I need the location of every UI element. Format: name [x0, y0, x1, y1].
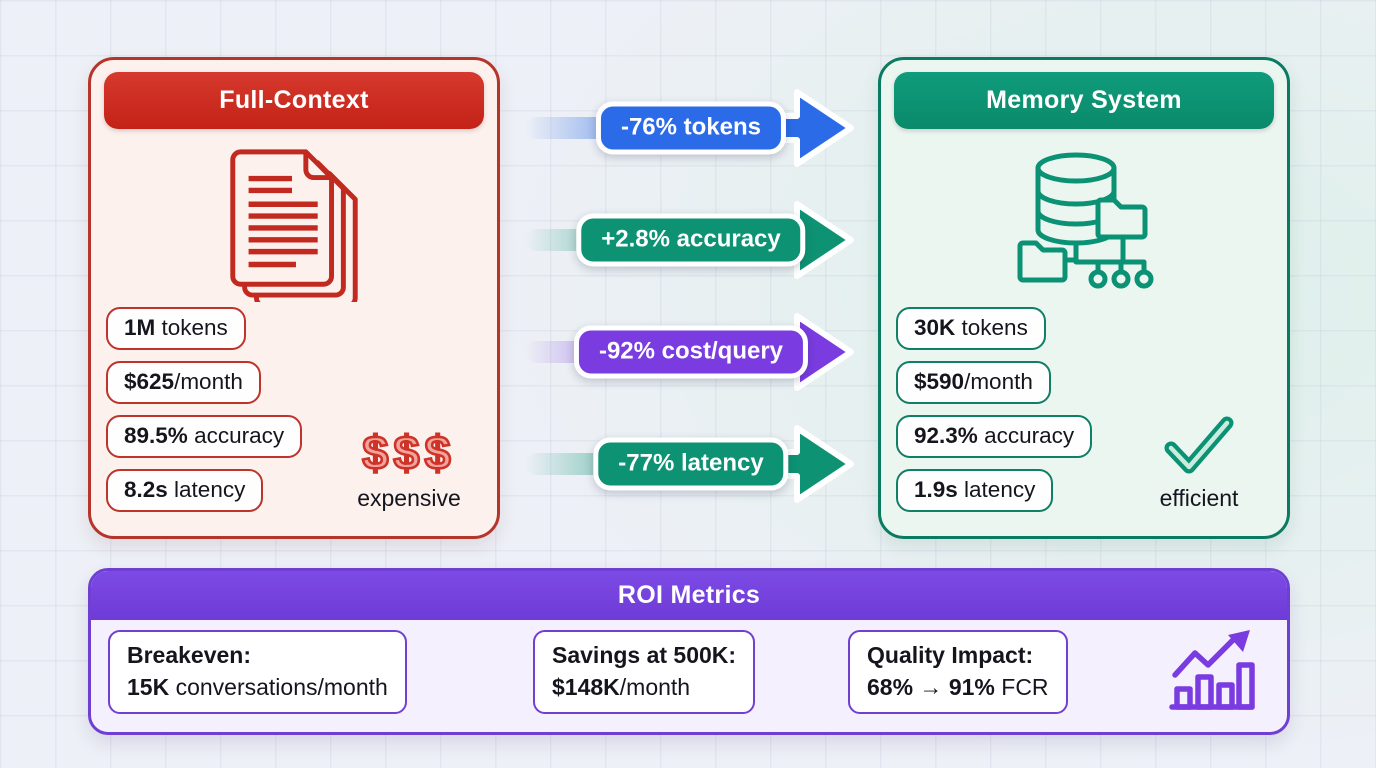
expensive-label: expensive [357, 485, 461, 511]
roi-card-heading: Breakeven: [127, 642, 252, 668]
arrow-label-latency: -77% latency [593, 437, 789, 491]
roi-card-value: 15K conversations/month [127, 674, 388, 701]
roi-metrics-bar: ROI Metrics Breakeven: 15K conversations… [88, 568, 1290, 735]
roi-card-breakeven: Breakeven: 15K conversations/month [108, 630, 407, 715]
stat-cost: $590/month [896, 361, 1051, 404]
arrow-accuracy: +2.8% accuracy [525, 192, 857, 288]
memory-system-title: Memory System [894, 72, 1274, 129]
stat-latency: 1.9s latency [896, 469, 1054, 512]
full-context-panel: Full-Context 1M tokens $625/month [88, 57, 500, 539]
documents-stack-icon [91, 144, 497, 302]
roi-card-heading: Savings at 500K: [552, 642, 737, 668]
stat-latency: 8.2s latency [106, 469, 264, 512]
stat-accuracy: 89.5% accuracy [106, 415, 303, 458]
roi-card-value: 68% → 91% FCR [867, 674, 1049, 701]
efficient-badge: efficient [1119, 414, 1279, 512]
memory-system-stats: 30K tokens $590/month 92.3% accuracy 1.9… [896, 307, 1093, 512]
roi-card-value: $148K/month [552, 674, 691, 701]
dollar-signs-icon: $$$ [361, 426, 456, 479]
efficient-label: efficient [1159, 485, 1239, 511]
arrow-label-cost: -92% cost/query [573, 325, 809, 379]
bar-chart-growth-icon [1167, 627, 1257, 718]
arrow-tokens: -76% tokens [525, 80, 857, 176]
arrow-label-accuracy: +2.8% accuracy [576, 213, 806, 267]
arrow-latency: -77% latency [525, 416, 857, 512]
arrow-cost: -92% cost/query [525, 304, 857, 400]
full-context-title: Full-Context [104, 72, 484, 129]
roi-metrics-title: ROI Metrics [91, 571, 1287, 620]
stat-tokens: 1M tokens [106, 307, 246, 350]
full-context-stats: 1M tokens $625/month 89.5% accuracy 8.2s… [106, 307, 303, 512]
roi-card-quality: Quality Impact: 68% → 91% FCR [848, 630, 1068, 715]
roi-card-savings: Savings at 500K: $148K/month [533, 630, 756, 715]
checkmark-icon [1119, 414, 1279, 476]
expensive-badge: $$$ expensive [329, 426, 489, 512]
stat-tokens: 30K tokens [896, 307, 1046, 350]
stat-accuracy: 92.3% accuracy [896, 415, 1093, 458]
memory-system-panel: Memory System 30K tokens $590/month 92.3… [878, 57, 1290, 539]
arrow-label-tokens: -76% tokens [595, 101, 787, 155]
stat-cost: $625/month [106, 361, 261, 404]
roi-card-heading: Quality Impact: [867, 642, 1034, 668]
database-folders-icon [881, 144, 1287, 296]
